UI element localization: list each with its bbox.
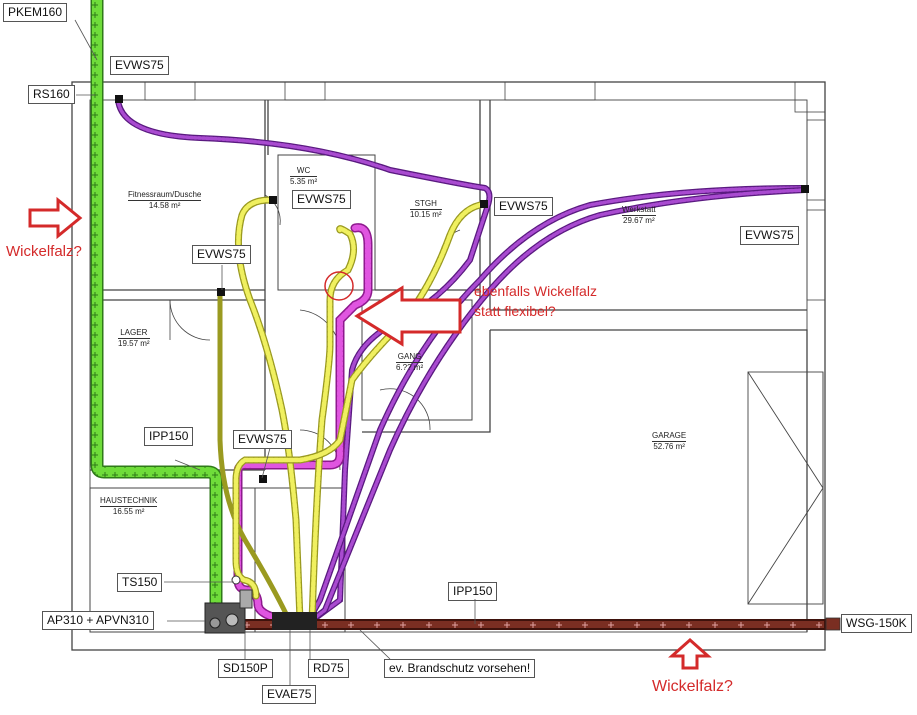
room-werkstatt-area: 29.67 m² [622, 215, 656, 225]
room-werkstatt-name: Werkstatt [622, 205, 656, 214]
arrow-right-left-side [28, 196, 83, 240]
room-fitness: Fitnessraum/Dusche 14.58 m² [128, 190, 202, 211]
label-evws75-lager: EVWS75 [192, 245, 251, 264]
room-stgh-area: 10.15 m² [410, 209, 442, 219]
yellow-flex-ducts [217, 196, 484, 626]
room-lager: LAGER 19.57 m² [118, 328, 150, 349]
room-haustechnik-area: 16.55 m² [100, 506, 158, 517]
room-fitness-name: Fitnessraum/Dusche [128, 190, 202, 199]
room-stgh: STGH 10.15 m² [410, 199, 442, 220]
arrow-up-bottom [668, 637, 712, 670]
room-wc-area: 5.35 m² [290, 176, 318, 186]
label-wsg150k: WSG-150K [841, 614, 912, 633]
walls [71, 81, 826, 651]
room-lager-name: LAGER [120, 328, 148, 337]
note-flex-line1: ebenfalls Wickelfalz [474, 283, 597, 299]
label-ap310: AP310 + APVN310 [42, 611, 154, 630]
label-rd75: RD75 [308, 659, 349, 678]
outer-wall [71, 81, 826, 651]
green-supply-duct [90, 0, 223, 615]
label-rs160: RS160 [28, 85, 75, 104]
room-lager-area: 19.57 m² [118, 338, 150, 348]
label-evws75-stgh: EVWS75 [494, 197, 553, 216]
label-brandschutz: ev. Brandschutz vorsehen! [384, 659, 536, 678]
room-garage-area: 52.76 m² [652, 441, 687, 451]
note-wickelfalz-bottom: Wickelfalz? [652, 678, 733, 695]
label-ipp150-bottom: IPP150 [448, 582, 498, 601]
label-evws75-center: EVWS75 [233, 430, 292, 449]
room-fitness-area: 14.58 m² [128, 200, 202, 211]
arrow-left-middle [354, 285, 462, 347]
room-wc-name: WC [296, 166, 311, 175]
label-evws75-wc: EVWS75 [292, 190, 351, 209]
room-gang-name: GANG [397, 352, 422, 361]
label-pkem160: PKEM160 [3, 3, 68, 22]
room-stgh-name: STGH [414, 199, 437, 208]
label-evws75-werkstatt: EVWS75 [740, 226, 799, 245]
label-sd150p: SD150P [218, 659, 273, 678]
room-wc: WC 5.35 m² [290, 166, 318, 187]
label-evws75-top: EVWS75 [110, 56, 169, 75]
valves [115, 95, 809, 483]
room-garage: GARAGE 52.76 m² [652, 431, 687, 452]
label-evae75: EVAE75 [262, 685, 317, 704]
ventilation-unit [204, 575, 317, 634]
room-haustechnik: HAUSTECHNIK 16.55 m² [100, 496, 158, 517]
room-gang: GANG 6.?? m² [396, 352, 424, 373]
label-ts150: TS150 [117, 573, 163, 592]
room-haustechnik-name: HAUSTECHNIK [100, 496, 158, 505]
brown-duct-bottom [228, 617, 841, 631]
note-flex-line2: statt flexibel? [474, 303, 556, 319]
label-ipp150-left: IPP150 [144, 427, 194, 446]
note-wickelfalz-left: Wickelfalz? [6, 243, 82, 260]
highlight-circle [324, 271, 354, 301]
room-gang-area: 6.?? m² [396, 362, 424, 372]
room-garage-name: GARAGE [652, 431, 687, 440]
room-werkstatt: Werkstatt 29.67 m² [622, 205, 656, 226]
